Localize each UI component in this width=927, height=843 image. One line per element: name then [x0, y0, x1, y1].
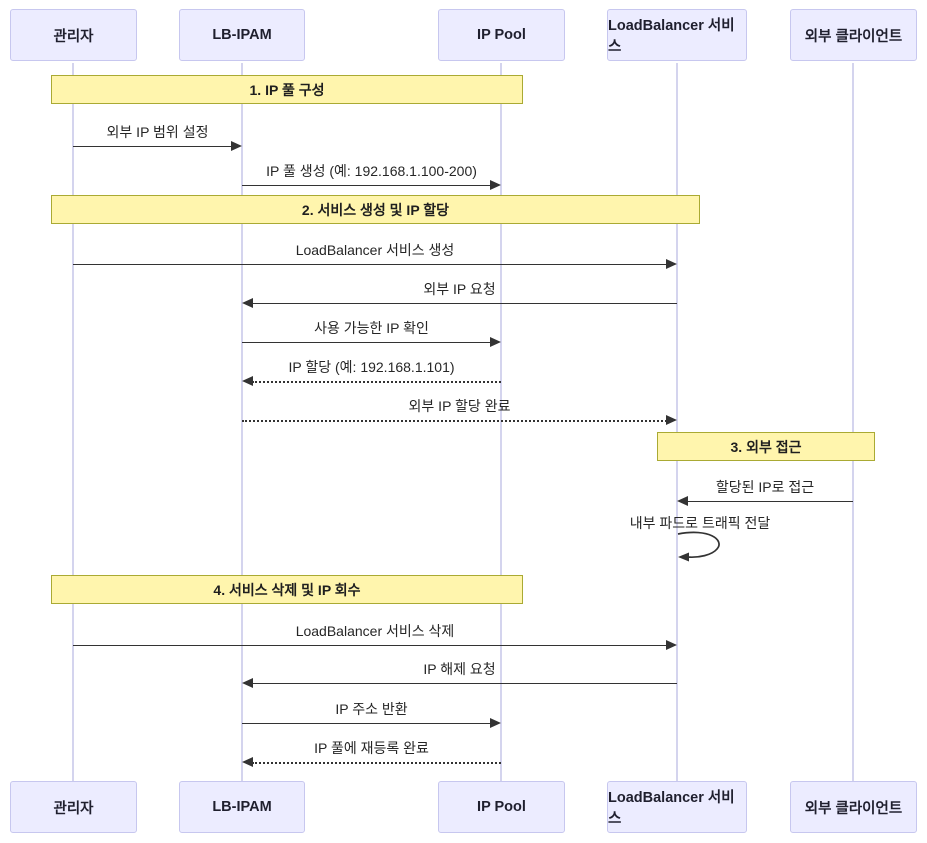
lifeline-lb-ipam	[241, 63, 243, 782]
arrowhead-left-icon	[242, 376, 253, 386]
lifeline-ip-pool	[500, 63, 502, 782]
message-label-create-lb-service: LoadBalancer 서비스 생성	[295, 242, 455, 258]
arrowhead-left-icon	[242, 298, 253, 308]
actor-external-client-top: 외부 클라이언트	[790, 9, 917, 61]
message-line-reregistered-to-pool	[252, 762, 501, 764]
message-label-allocate-ip: IP 할당 (예: 192.168.1.101)	[288, 359, 455, 375]
message-label-ip-release-request: IP 해제 요청	[423, 661, 496, 677]
message-label-check-available-ip: 사용 가능한 IP 확인	[314, 320, 429, 336]
message-label-access-allocated-ip: 할당된 IP로 접근	[715, 479, 815, 495]
self-loop-arrow-icon	[677, 531, 720, 562]
note-service-creation-ip-allocation: 2. 서비스 생성 및 IP 할당	[51, 195, 700, 224]
note-service-deletion-ip-reclaim: 4. 서비스 삭제 및 IP 회수	[51, 575, 523, 604]
message-line-access-allocated-ip	[687, 501, 853, 502]
actor-lb-ipam-bottom: LB-IPAM	[179, 781, 305, 833]
arrowhead-left-icon	[242, 678, 253, 688]
note-external-access: 3. 외부 접근	[657, 432, 875, 461]
message-line-create-ip-pool	[242, 185, 491, 186]
message-line-request-external-ip	[252, 303, 677, 304]
actor-loadbalancer-service-bottom: LoadBalancer 서비스	[607, 781, 747, 833]
message-line-ip-release-request	[252, 683, 677, 684]
lifeline-loadbalancer-service	[676, 63, 678, 782]
actor-lb-ipam-top: LB-IPAM	[179, 9, 305, 61]
message-label-create-ip-pool: IP 풀 생성 (예: 192.168.1.100-200)	[266, 163, 477, 179]
actor-ip-pool-bottom: IP Pool	[438, 781, 565, 833]
message-line-create-lb-service	[73, 264, 667, 265]
message-label-forward-traffic-to-pods: 내부 파드로 트래픽 전달	[629, 515, 771, 531]
message-line-allocate-ip	[252, 381, 501, 383]
message-line-check-available-ip	[242, 342, 491, 343]
actor-admin-top: 관리자	[10, 9, 137, 61]
arrowhead-right-icon	[490, 180, 501, 190]
lifeline-external-client	[852, 63, 854, 782]
arrowhead-right-icon	[490, 337, 501, 347]
message-label-delete-lb-service: LoadBalancer 서비스 삭제	[295, 623, 455, 639]
arrowhead-right-icon	[666, 415, 677, 425]
actor-admin-bottom: 관리자	[10, 781, 137, 833]
note-ip-pool-config: 1. IP 풀 구성	[51, 75, 523, 104]
message-label-return-ip-address: IP 주소 반환	[335, 701, 408, 717]
arrowhead-left-icon	[242, 757, 253, 767]
message-line-return-ip-address	[242, 723, 491, 724]
arrowhead-right-icon	[490, 718, 501, 728]
arrowhead-right-icon	[666, 640, 677, 650]
arrowhead-right-icon	[231, 141, 242, 151]
actor-external-client-bottom: 외부 클라이언트	[790, 781, 917, 833]
actor-ip-pool-top: IP Pool	[438, 9, 565, 61]
message-line-delete-lb-service	[73, 645, 667, 646]
message-label-reregistered-to-pool: IP 풀에 재등록 완료	[314, 740, 429, 756]
lifeline-admin	[72, 63, 74, 782]
message-label-request-external-ip: 외부 IP 요청	[423, 281, 496, 297]
message-line-external-ip-allocated	[242, 420, 667, 422]
message-label-set-ip-range: 외부 IP 범위 설정	[106, 124, 209, 140]
message-line-set-ip-range	[73, 146, 232, 147]
actor-loadbalancer-service-top: LoadBalancer 서비스	[607, 9, 747, 61]
arrowhead-left-icon	[677, 496, 688, 506]
message-label-external-ip-allocated: 외부 IP 할당 완료	[408, 398, 511, 414]
arrowhead-right-icon	[666, 259, 677, 269]
